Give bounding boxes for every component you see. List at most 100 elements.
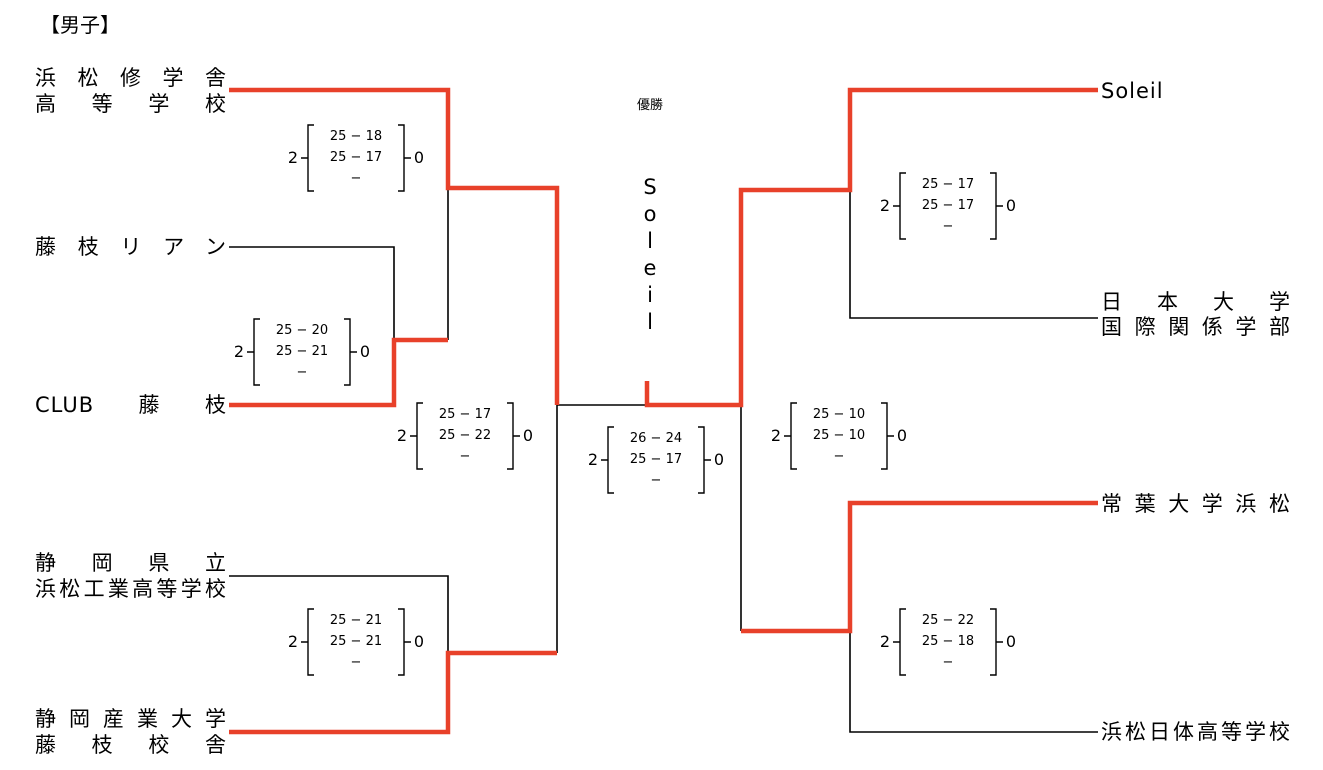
score-bracket-left <box>410 402 423 470</box>
score-bracket-left <box>247 318 260 386</box>
sets-lost: 0 <box>359 342 371 361</box>
set-score-2: 25 − 17 <box>329 150 383 165</box>
set-score-2: 25 − 18 <box>921 634 975 649</box>
set-score-3: − <box>942 219 954 234</box>
score-bracket-right <box>398 124 411 192</box>
sets-lost: 0 <box>896 426 908 445</box>
score-brackets <box>893 172 1003 240</box>
win-line-L5 <box>229 650 557 735</box>
score-bracket-right <box>507 402 520 470</box>
score-bracket-right <box>990 172 1003 240</box>
score-bracket-left <box>301 608 314 676</box>
bracket-loser-lines <box>229 188 1098 733</box>
team-L4-line1: 静岡県立 <box>35 551 227 575</box>
set-score-1: 25 − 22 <box>921 613 975 628</box>
score-box-L-r1-mid: 2 25 − 20 25 − 21 − 0 <box>232 316 372 388</box>
sets-won: 2 <box>233 342 245 361</box>
set-score-3: − <box>296 365 308 380</box>
score-brackets <box>784 402 894 470</box>
team-L5-line2: 藤枝校舎 <box>35 733 227 757</box>
score-brackets <box>893 608 1003 676</box>
sets-lost: 0 <box>522 426 534 445</box>
score-box-L-semi: 2 25 − 17 25 − 22 − 0 <box>395 400 535 472</box>
winner-label: 優勝 <box>636 98 663 113</box>
sets-won: 2 <box>287 148 299 167</box>
score-bracket-right <box>881 402 894 470</box>
score-bracket-left <box>784 402 797 470</box>
set-score-1: 25 − 17 <box>438 407 492 422</box>
set-score-2: 25 − 21 <box>329 634 383 649</box>
set-score-3: − <box>650 473 662 488</box>
score-brackets <box>410 402 520 470</box>
score-bracket-left <box>893 172 906 240</box>
champion-letter: e <box>643 256 657 280</box>
score-brackets <box>601 426 711 494</box>
set-score-2: 25 − 10 <box>812 428 866 443</box>
team-R3-name: 常葉大学浜松 <box>1101 492 1291 516</box>
team-R2-line2: 国際関係学部 <box>1101 315 1291 339</box>
sets-lost: 0 <box>1005 632 1017 651</box>
team-L2-name: 藤枝リアン <box>35 235 227 259</box>
sets-lost: 0 <box>713 450 725 469</box>
score-bracket-left <box>301 124 314 192</box>
score-bracket-right <box>698 426 711 494</box>
sets-won: 2 <box>587 450 599 469</box>
score-box-final: 2 26 − 24 25 − 17 − 0 <box>586 424 726 496</box>
win-line-L3 <box>229 337 448 408</box>
bracket-winner-lines <box>229 87 1098 735</box>
score-box-R-r1-top: 2 25 − 17 25 − 17 − 0 <box>878 170 1018 242</box>
sets-lost: 0 <box>413 148 425 167</box>
set-score-2: 25 − 21 <box>275 344 329 359</box>
score-bracket-right <box>990 608 1003 676</box>
champion-letter: i <box>647 283 653 307</box>
win-line-R3 <box>741 500 1098 634</box>
team-R2-line1: 日本大学 <box>1101 290 1291 314</box>
team-L4-line2: 浜松工業高等学校 <box>35 577 227 601</box>
score-bracket-right <box>398 608 411 676</box>
set-score-2: 25 − 17 <box>921 198 975 213</box>
set-score-1: 25 − 17 <box>921 177 975 192</box>
team-L5-line1: 静岡産業大学 <box>35 707 227 731</box>
set-score-1: 25 − 18 <box>329 129 383 144</box>
score-box-R-semi: 2 25 − 10 25 − 10 − 0 <box>769 400 909 472</box>
set-score-1: 25 − 21 <box>329 613 383 628</box>
score-bracket-right <box>344 318 357 386</box>
win-line-final <box>644 87 1098 408</box>
team-R1-name: Soleil <box>1101 79 1164 103</box>
champion-letter: S <box>643 175 657 199</box>
score-brackets <box>247 318 357 386</box>
set-score-3: − <box>459 449 471 464</box>
sets-won: 2 <box>396 426 408 445</box>
line-R4 <box>849 631 1098 733</box>
sets-won: 2 <box>879 632 891 651</box>
set-score-2: 25 − 17 <box>629 452 683 467</box>
sets-won: 2 <box>879 196 891 215</box>
set-score-3: − <box>350 655 362 670</box>
set-score-1: 26 − 24 <box>629 431 683 446</box>
team-L1-line1: 浜松修学舎 <box>35 66 227 90</box>
sets-won: 2 <box>770 426 782 445</box>
set-score-3: − <box>833 449 845 464</box>
set-score-1: 25 − 10 <box>812 407 866 422</box>
line-L4 <box>229 575 449 653</box>
line-R2 <box>849 190 1098 319</box>
champion-letter: l <box>647 229 653 253</box>
champion-letter: l <box>647 310 653 334</box>
line-L2 <box>229 246 395 340</box>
score-bracket-left <box>601 426 614 494</box>
set-score-3: − <box>350 171 362 186</box>
sets-lost: 0 <box>1005 196 1017 215</box>
sets-won: 2 <box>287 632 299 651</box>
score-brackets <box>301 124 411 192</box>
team-R4-name: 浜松日体高等学校 <box>1101 720 1291 744</box>
champion-letter: o <box>643 202 657 226</box>
score-brackets <box>301 608 411 676</box>
set-score-1: 25 − 20 <box>275 323 329 338</box>
set-score-2: 25 − 22 <box>438 428 492 443</box>
division-label: 【男子】 <box>40 13 120 37</box>
win-line-L1 <box>229 87 560 405</box>
